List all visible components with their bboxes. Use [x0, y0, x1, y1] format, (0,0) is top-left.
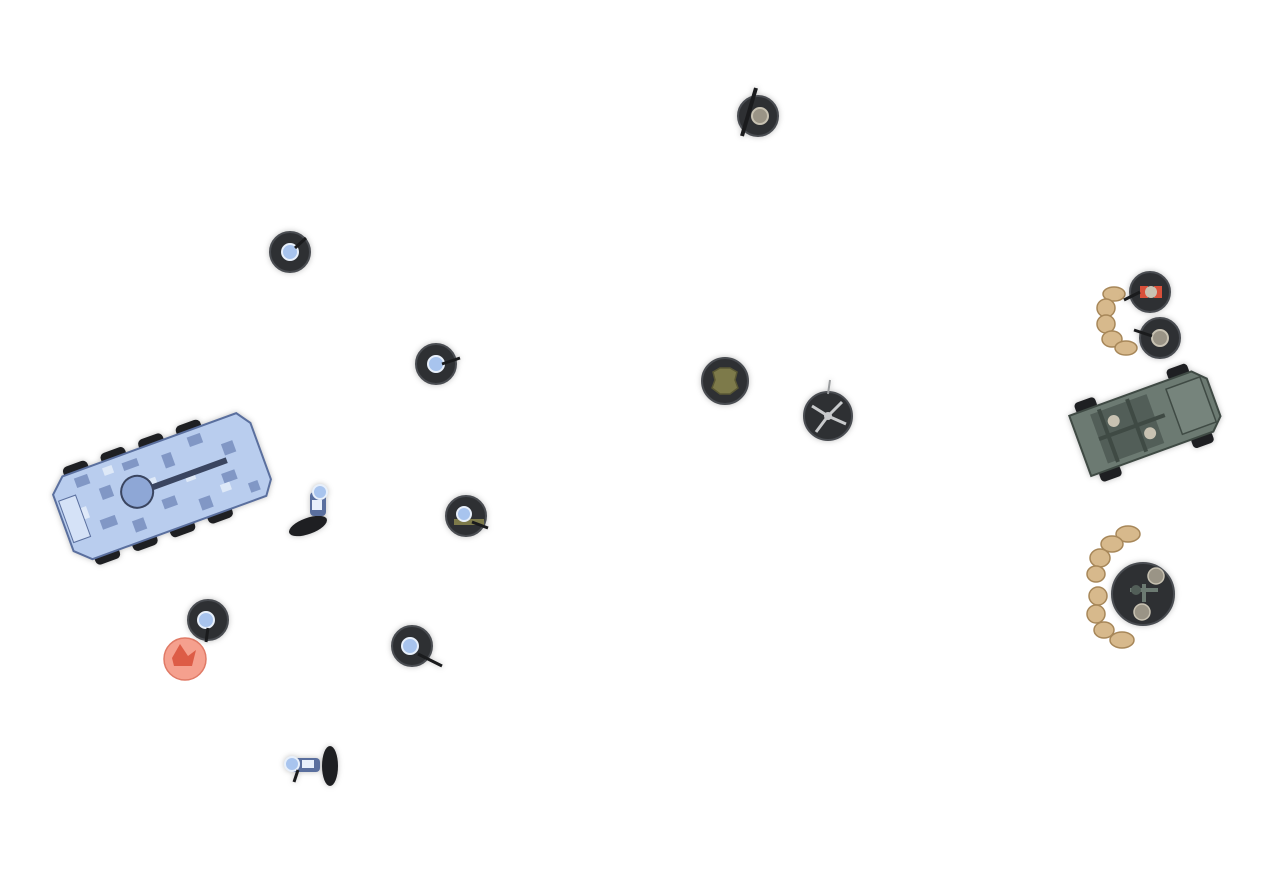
- blue-soldier-1[interactable]: [268, 230, 312, 274]
- supply-crate[interactable]: [700, 356, 750, 406]
- infantry-base-icon: [187, 599, 229, 643]
- infantry-base-icon: [1123, 271, 1171, 313]
- enemy-soldier-red[interactable]: [1122, 270, 1174, 316]
- infantry-base-icon: [1133, 317, 1181, 359]
- blue-apc[interactable]: [51, 405, 277, 565]
- infantry-base-icon: [289, 484, 328, 537]
- jeep-vehicle-icon: [1067, 363, 1222, 482]
- enemy-rotor-drone[interactable]: [802, 378, 856, 442]
- objective-marker[interactable]: [162, 636, 208, 682]
- sandbag-wall-north: [1092, 284, 1142, 364]
- drone-icon: [803, 379, 853, 441]
- blue-soldier-4[interactable]: [444, 494, 492, 538]
- blue-soldier-3[interactable]: [288, 482, 338, 542]
- infantry-base-icon: [391, 625, 443, 668]
- crate-icon: [701, 357, 749, 405]
- blue-soldier-7[interactable]: [278, 744, 342, 788]
- sandbag-icon: [1086, 525, 1141, 649]
- infantry-base-icon: [284, 746, 338, 786]
- infantry-base-icon: [737, 87, 779, 137]
- sandbag-wall-south: [1082, 522, 1152, 656]
- enemy-jeep[interactable]: [1064, 360, 1228, 484]
- sandbag-icon: [1096, 286, 1138, 356]
- blue-soldier-5[interactable]: [186, 598, 230, 646]
- mortar-team-icon: [1111, 562, 1175, 626]
- enemy-soldier-grey[interactable]: [1128, 316, 1184, 360]
- infantry-base-icon: [445, 495, 489, 537]
- objective-marker-icon: [163, 637, 207, 681]
- blue-soldier-6[interactable]: [390, 624, 446, 672]
- enemy-mortar-team[interactable]: [1110, 560, 1176, 628]
- enemy-soldier-north[interactable]: [734, 86, 784, 140]
- infantry-base-icon: [415, 343, 461, 385]
- blue-soldier-2[interactable]: [414, 342, 462, 386]
- apc-vehicle-icon: [51, 412, 272, 565]
- infantry-base-icon: [269, 231, 311, 273]
